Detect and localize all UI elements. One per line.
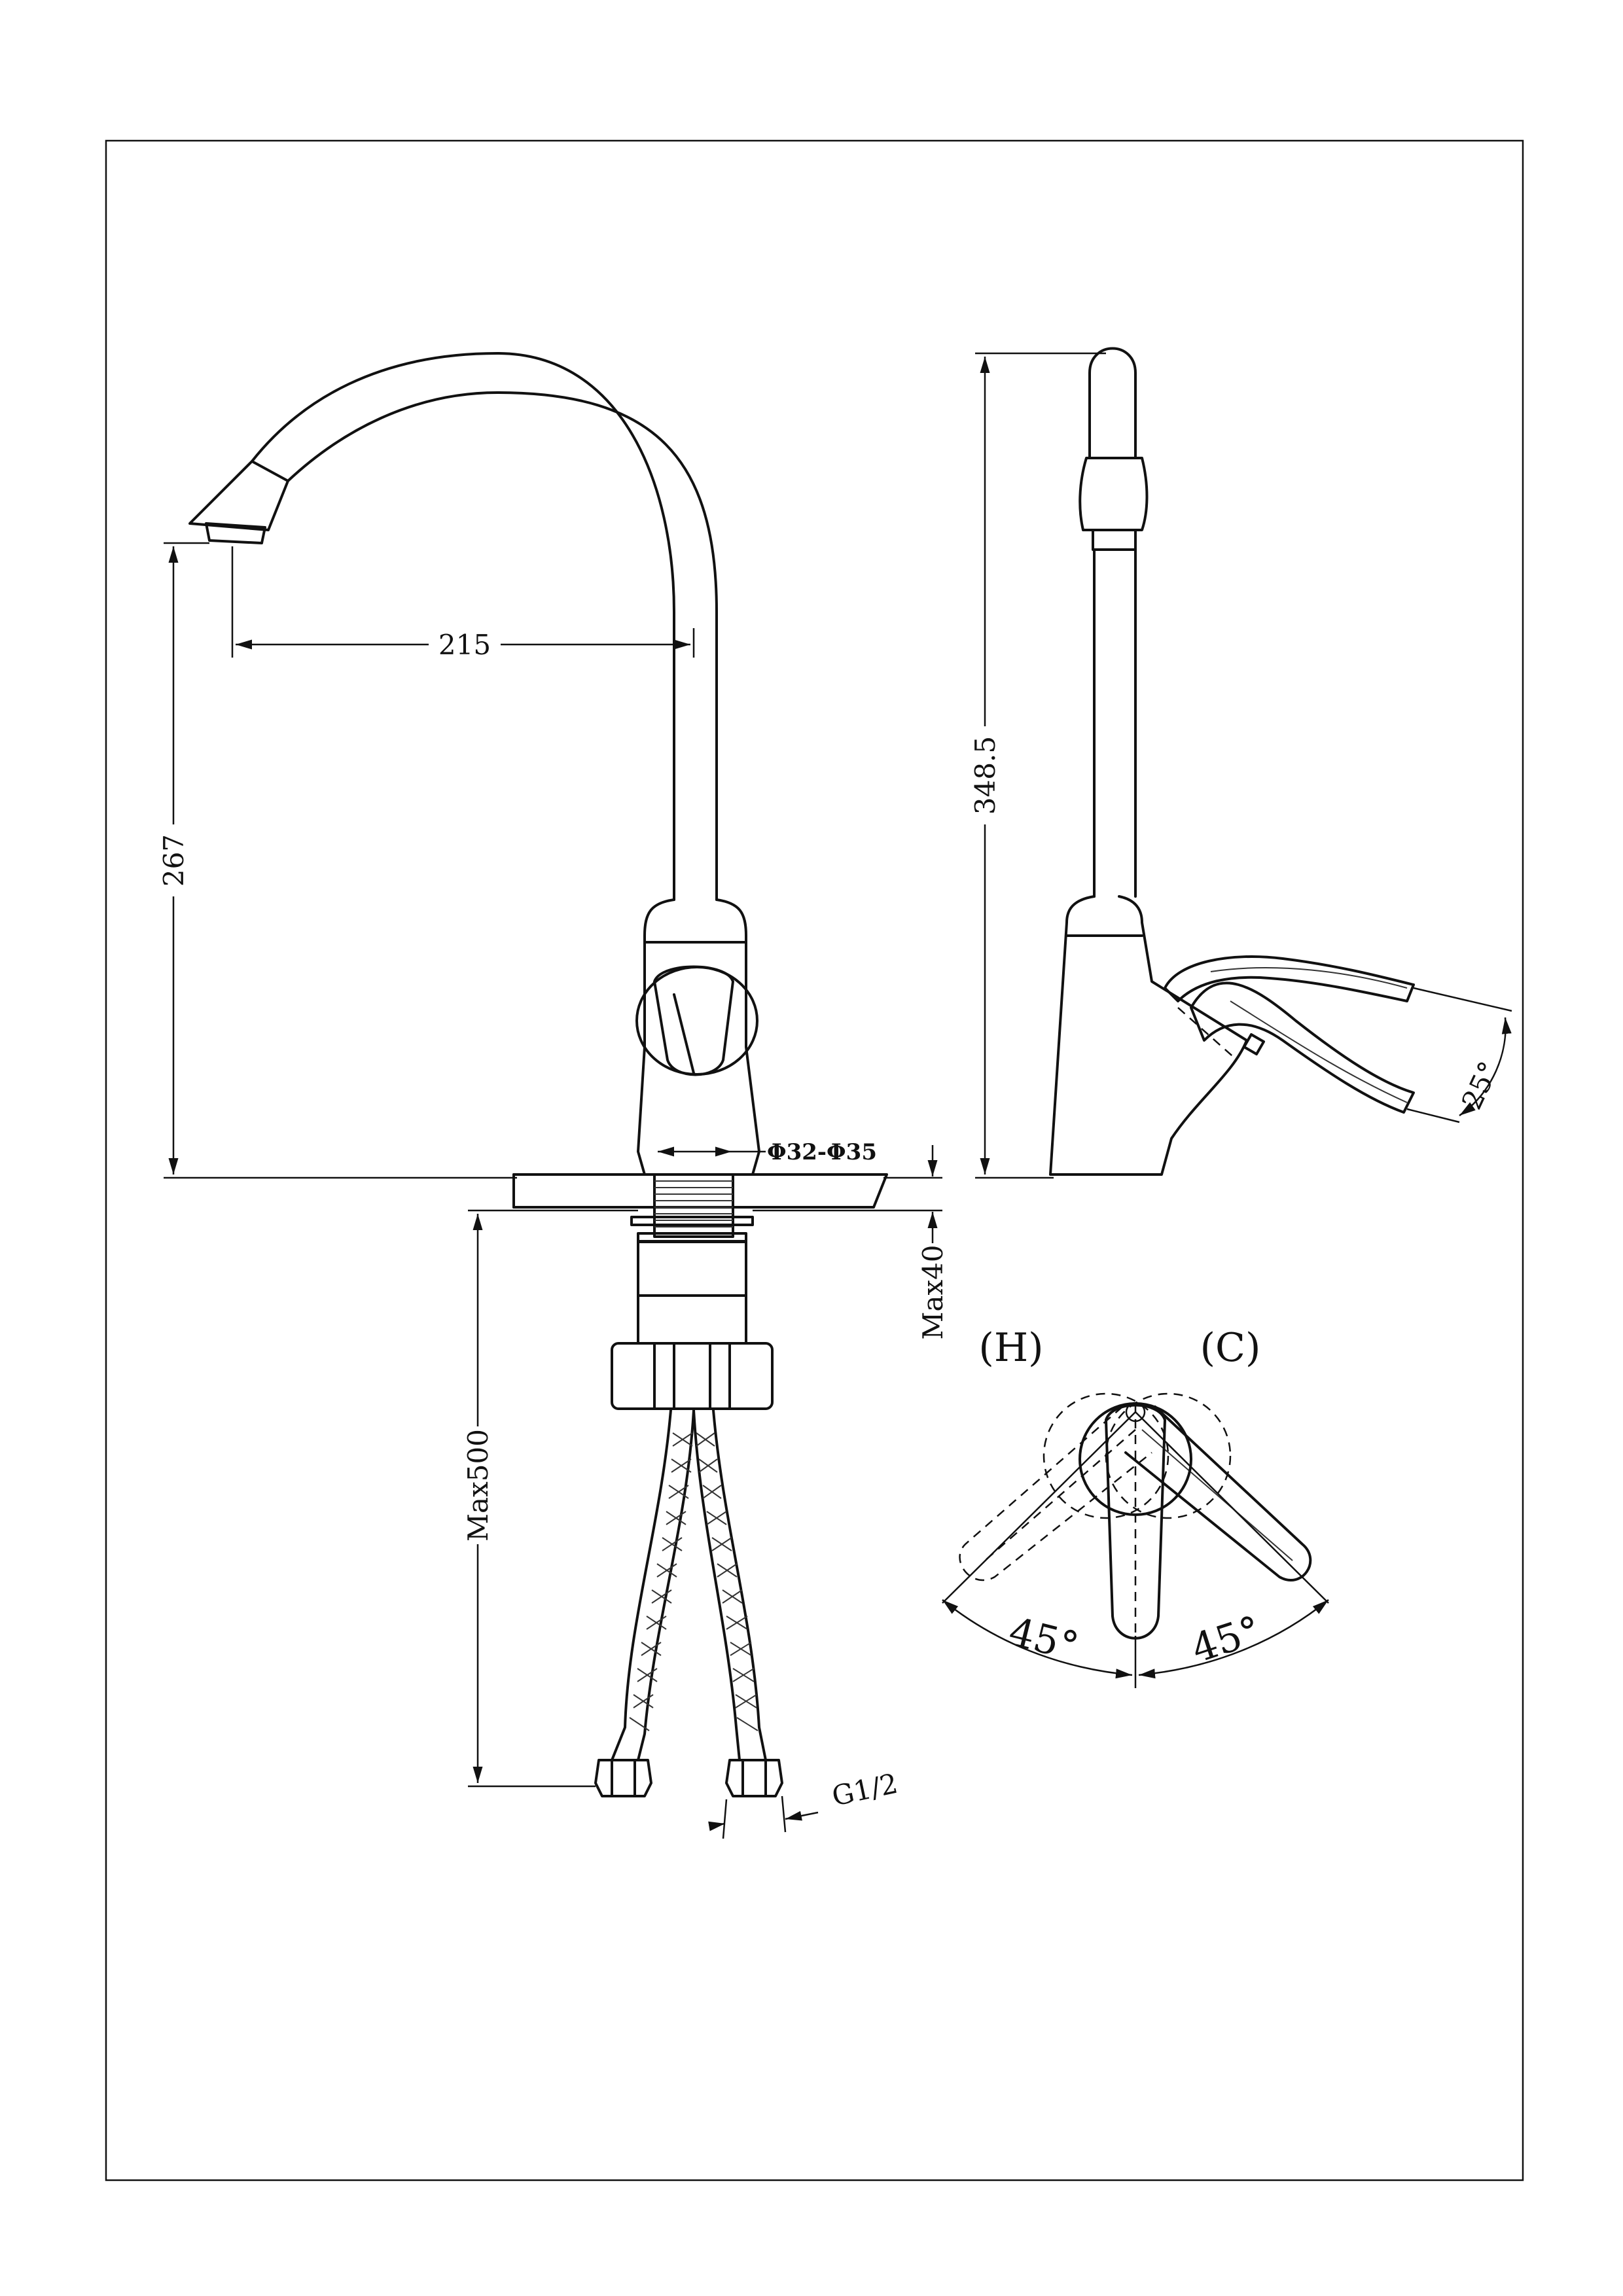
max-deck-label: Max40 xyxy=(917,1245,949,1339)
dim-hose-length: Max500 xyxy=(458,1209,638,1788)
front-view: 215 267 Φ32-Φ35 Max40 xyxy=(154,352,949,1839)
thread-label: G1/2 xyxy=(829,1767,901,1812)
rotation-handle-center xyxy=(1079,1402,1192,1640)
dim-thread: G1/2 xyxy=(708,1767,901,1839)
spout-height-label: 267 xyxy=(158,834,190,887)
braided-hoses xyxy=(594,1409,783,1797)
front-body xyxy=(635,898,760,1176)
side-view: 348.5 25° xyxy=(966,347,1512,1179)
threaded-shank xyxy=(611,1173,774,1410)
front-spout xyxy=(188,352,718,901)
side-spout xyxy=(1079,347,1149,898)
dim-spout-height: 267 xyxy=(154,542,517,1179)
total-height-label: 348.5 xyxy=(969,736,1001,815)
rotation-handle-hot xyxy=(959,1392,1169,1581)
dim-hole-diameter: Φ32-Φ35 xyxy=(658,1139,877,1165)
deck-plate xyxy=(512,1173,888,1209)
hot-angle-label: 45° xyxy=(1005,1609,1083,1670)
hose-length-label: Max500 xyxy=(462,1429,494,1542)
hole-diameter-label: Φ32-Φ35 xyxy=(767,1139,877,1165)
dim-lever-tilt: 25° xyxy=(1406,987,1512,1123)
rotation-view: (H) (C) 45° 45° xyxy=(942,1325,1329,1688)
cold-label: (C) xyxy=(1200,1325,1261,1371)
spout-reach-label: 215 xyxy=(438,629,491,661)
side-body xyxy=(1049,895,1415,1176)
hot-label: (H) xyxy=(978,1325,1043,1371)
cold-angle-label: 45° xyxy=(1186,1607,1266,1672)
dim-spout-reach: 215 xyxy=(231,546,695,661)
drawing-frame xyxy=(105,139,1524,2181)
dim-total-height: 348.5 xyxy=(966,352,1106,1179)
dim-max-deck: Max40 xyxy=(753,1145,949,1340)
